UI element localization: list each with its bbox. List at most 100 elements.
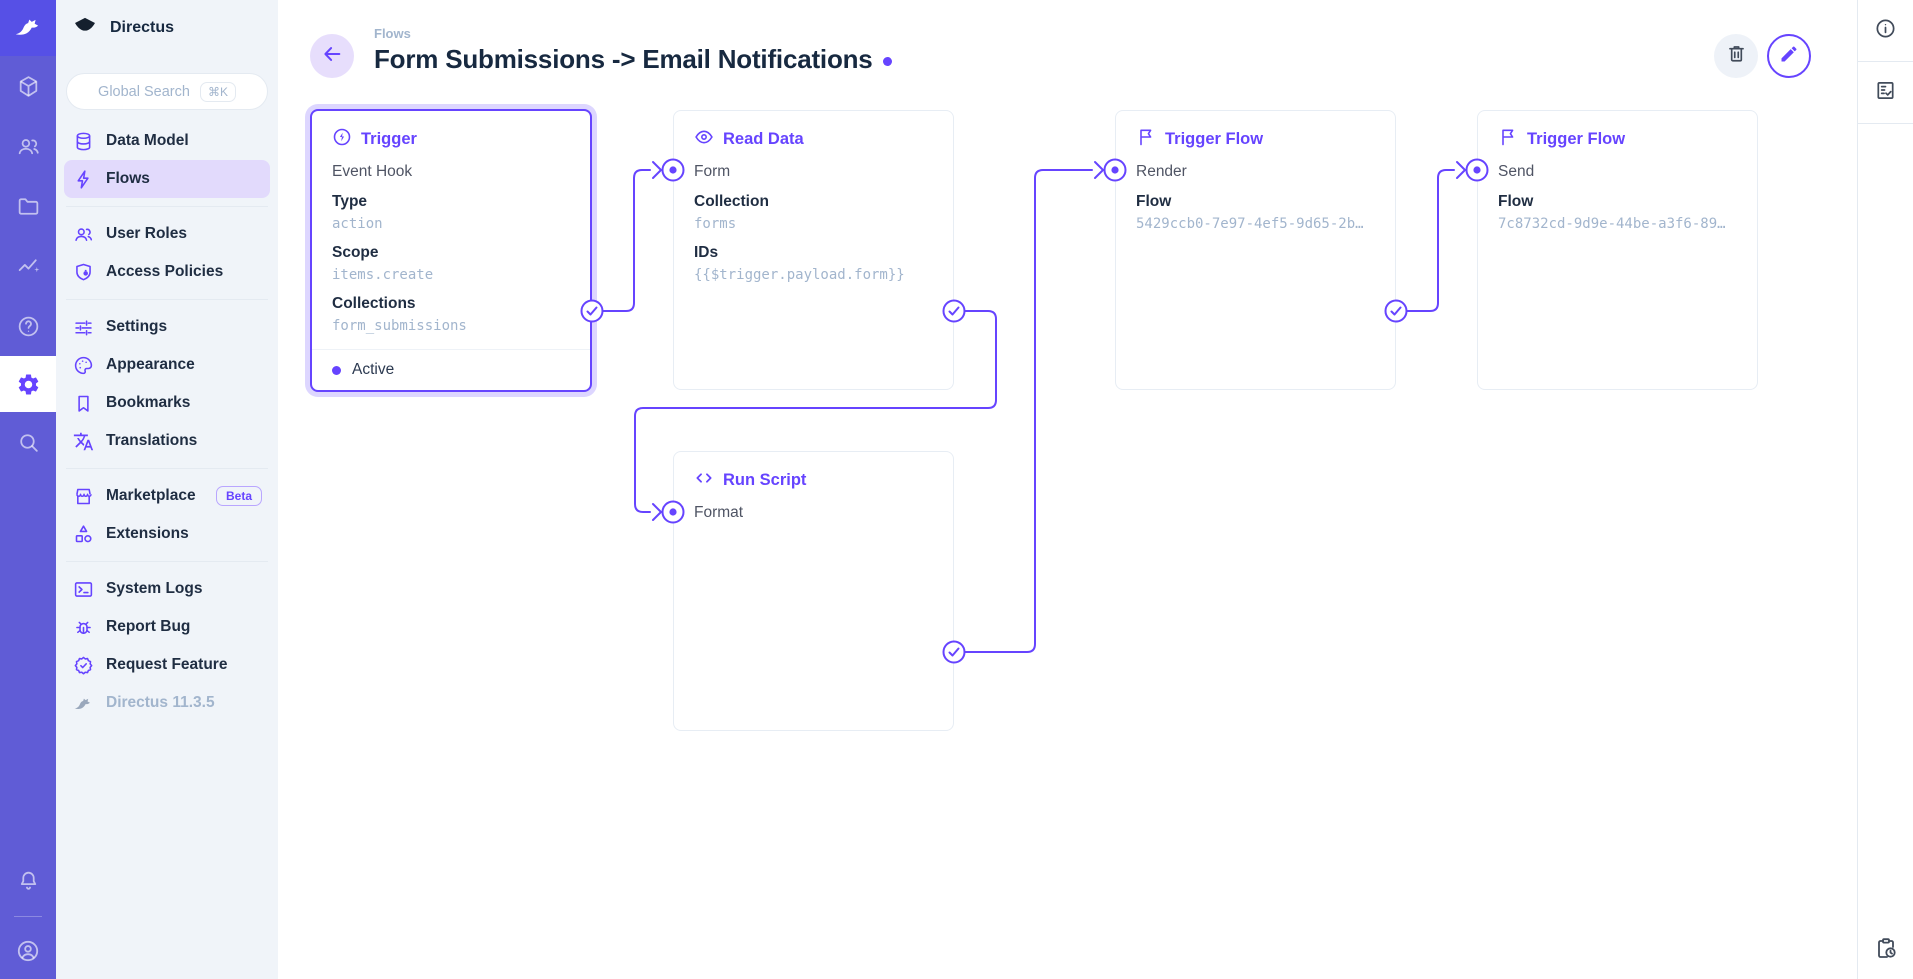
insights-icon bbox=[16, 254, 41, 279]
pending-tasks-button[interactable] bbox=[1858, 921, 1913, 979]
notifications-button[interactable] bbox=[0, 850, 56, 910]
connector-arrowhead bbox=[652, 161, 662, 179]
module-bar bbox=[0, 0, 56, 979]
clipboard-clock-icon bbox=[1874, 936, 1898, 965]
module-content[interactable] bbox=[0, 56, 56, 116]
sidebar-item-system-logs[interactable]: System Logs bbox=[64, 570, 270, 608]
sidebar-item-extensions[interactable]: Extensions bbox=[64, 515, 270, 553]
code-icon bbox=[694, 468, 714, 493]
sidebar-item-label: Marketplace bbox=[106, 487, 196, 504]
search-shortcut-chip: ⌘K bbox=[199, 81, 236, 102]
sidebar-item-label: User Roles bbox=[106, 225, 187, 242]
sidebar-item-data-model[interactable]: Data Model bbox=[64, 122, 270, 160]
directus-logo-button[interactable] bbox=[0, 0, 56, 56]
nav-divider bbox=[66, 299, 268, 300]
flow-card-trigger-flow-send[interactable]: Trigger Flow Send Flow 7c8732cd-9d9e-44b… bbox=[1477, 110, 1758, 390]
module-bar-divider bbox=[14, 916, 42, 917]
field-value: 5429ccb0-7e97-4ef5-9d65-2b… bbox=[1136, 216, 1364, 232]
sidebar-item-label: Extensions bbox=[106, 525, 189, 542]
search-placeholder: Global Search bbox=[98, 83, 190, 100]
field-label: Scope bbox=[332, 244, 379, 261]
breadcrumb[interactable]: Flows bbox=[374, 26, 411, 41]
sidebar-item-settings[interactable]: Settings bbox=[64, 308, 270, 346]
sidebar-logs-button[interactable] bbox=[1858, 62, 1913, 124]
sidebar-info-button[interactable] bbox=[1858, 0, 1913, 62]
sidebar-item-bookmarks[interactable]: Bookmarks bbox=[64, 384, 270, 422]
field-label: Collection bbox=[694, 193, 769, 210]
connector-path-render-to-send bbox=[1395, 169, 1455, 312]
flow-card-trigger[interactable]: Trigger Event Hook Type action Scope ite… bbox=[310, 109, 592, 392]
nav-sidebar: Directus Global Search ⌘K Data Model Flo… bbox=[56, 0, 278, 979]
module-settings[interactable] bbox=[0, 356, 56, 412]
account-circle-icon bbox=[15, 938, 41, 964]
bookmark-icon bbox=[72, 392, 94, 414]
sidebar-item-label: Settings bbox=[106, 318, 168, 335]
status-badge: Active bbox=[352, 361, 395, 378]
sidebar-item-access-policies[interactable]: Access Policies bbox=[64, 253, 270, 291]
project-logo-icon bbox=[72, 13, 98, 44]
bell-icon bbox=[16, 868, 41, 893]
flow-card-run-script[interactable]: Run Script Format bbox=[673, 451, 954, 731]
module-global-search[interactable] bbox=[0, 412, 56, 472]
field-value: action bbox=[332, 216, 383, 232]
sidebar-item-flows[interactable]: Flows bbox=[64, 160, 270, 198]
delete-flow-button[interactable] bbox=[1714, 34, 1758, 78]
flag-icon bbox=[1498, 127, 1518, 152]
sidebar-item-translations[interactable]: Translations bbox=[64, 422, 270, 460]
module-users[interactable] bbox=[0, 116, 56, 176]
global-search-input[interactable]: Global Search ⌘K bbox=[66, 73, 268, 110]
sidebar-item-report-bug[interactable]: Report Bug bbox=[64, 608, 270, 646]
connector-arrowhead bbox=[652, 503, 662, 521]
card-name: Send bbox=[1498, 163, 1535, 180]
account-button[interactable] bbox=[0, 923, 56, 979]
directus-rabbit-gray-icon bbox=[72, 692, 94, 714]
sidebar-item-marketplace[interactable]: Marketplace Beta bbox=[64, 477, 270, 515]
card-type-label: Trigger bbox=[361, 129, 417, 148]
field-label: IDs bbox=[694, 244, 719, 261]
directus-rabbit-icon bbox=[12, 10, 44, 47]
sidebar-item-label: Report Bug bbox=[106, 618, 191, 635]
field-value: {{$trigger.payload.form}} bbox=[694, 267, 905, 283]
field-label: Flow bbox=[1498, 193, 1534, 210]
bug-icon bbox=[72, 616, 94, 638]
shapes-icon bbox=[72, 523, 94, 545]
module-files[interactable] bbox=[0, 176, 56, 236]
field-label: Type bbox=[332, 193, 368, 210]
right-sidebar bbox=[1857, 0, 1913, 979]
card-name: Format bbox=[694, 504, 744, 521]
page-header: Flows Form Submissions -> Email Notifica… bbox=[278, 0, 1857, 92]
connector-arrowhead bbox=[1094, 161, 1104, 179]
card-type-label: Run Script bbox=[723, 470, 807, 489]
flow-card-read-data[interactable]: Read Data Form Collection forms IDs {{$t… bbox=[673, 110, 954, 390]
sidebar-item-user-roles[interactable]: User Roles bbox=[64, 215, 270, 253]
main-content: Flows Form Submissions -> Email Notifica… bbox=[278, 0, 1857, 979]
gear-icon bbox=[16, 372, 41, 397]
flow-card-trigger-flow-render[interactable]: Trigger Flow Render Flow 5429ccb0-7e97-4… bbox=[1115, 110, 1396, 390]
flow-canvas[interactable]: Trigger Event Hook Type action Scope ite… bbox=[278, 0, 1857, 979]
sidebar-item-label: Access Policies bbox=[106, 263, 224, 280]
nav-divider bbox=[66, 561, 268, 562]
sidebar-item-label: Data Model bbox=[106, 132, 189, 149]
list-check-icon bbox=[1874, 79, 1897, 107]
sidebar-item-request-feature[interactable]: Request Feature bbox=[64, 646, 270, 684]
sidebar-item-appearance[interactable]: Appearance bbox=[64, 346, 270, 384]
module-insights[interactable] bbox=[0, 236, 56, 296]
project-header[interactable]: Directus bbox=[56, 0, 278, 56]
card-name: Render bbox=[1136, 163, 1187, 180]
connector-path-trigger-to-read-data bbox=[591, 169, 651, 312]
palette-icon bbox=[72, 354, 94, 376]
module-help[interactable] bbox=[0, 296, 56, 356]
page-title: Form Submissions -> Email Notifications bbox=[374, 44, 873, 74]
unsaved-indicator-dot bbox=[882, 57, 892, 66]
field-label: Collections bbox=[332, 295, 416, 312]
search-icon bbox=[16, 430, 41, 455]
arrow-left-icon bbox=[321, 43, 343, 70]
card-type-label: Read Data bbox=[723, 129, 804, 148]
status-dot bbox=[332, 365, 341, 375]
help-circle-icon bbox=[16, 314, 41, 339]
sidebar-item-label: System Logs bbox=[106, 580, 203, 597]
flag-icon bbox=[1136, 127, 1156, 152]
back-button[interactable] bbox=[310, 34, 354, 78]
edit-flow-button[interactable] bbox=[1767, 34, 1811, 78]
connector-path-run-script-to-render bbox=[953, 169, 1093, 653]
